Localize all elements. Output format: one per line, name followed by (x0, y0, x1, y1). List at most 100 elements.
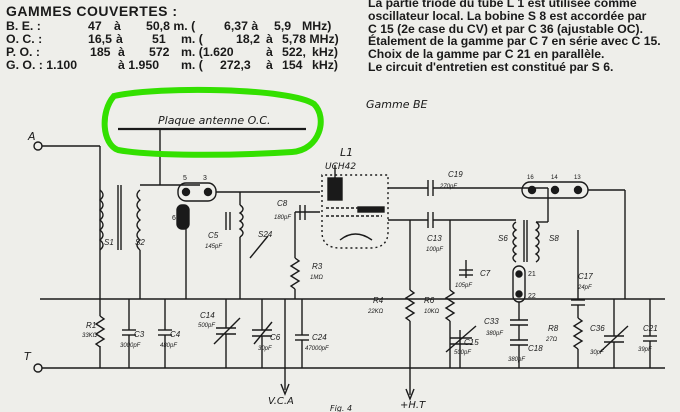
ht-arrow (405, 388, 415, 401)
component-value: 30pF (590, 350, 604, 356)
ht-label: +H.T (400, 400, 426, 411)
band-row-oc: O. C. : 16,5 à 51 m. ( 18,2 à 5,78 MHz) (6, 33, 366, 46)
paragraph-line: Choix de la gamme par C 21 en parallèle. (368, 47, 605, 62)
tube-cathode (339, 233, 373, 241)
trimmer-arrow (249, 235, 269, 259)
component-ref: C7 (480, 269, 491, 278)
coil-s1 (98, 189, 104, 251)
band-unit: kHz) (312, 45, 338, 59)
vca-label: V.C.A (268, 396, 294, 407)
band-value: 6,37 à (224, 19, 259, 33)
annotation-text: Plaque antenne O.C. (158, 114, 271, 127)
component-ref: C33 (484, 317, 499, 326)
component-ref: C24 (312, 333, 327, 342)
component-ref: R1 (86, 321, 96, 330)
component-ref: C8 (277, 199, 288, 208)
component-ref: C21 (643, 324, 658, 333)
component-value: 500pF (198, 323, 215, 329)
switch-contact (515, 270, 523, 278)
description-paragraph: La partie triode du tube L 1 est utilisé… (368, 0, 661, 74)
tube-anode (327, 177, 343, 201)
switch-number: 16 (527, 175, 534, 181)
resistor-r8 (572, 317, 584, 350)
component-value: 380pF (486, 331, 503, 337)
switch-contact (181, 187, 191, 197)
paragraph-line: Étalement de la gamme par C 7 en série a… (368, 34, 661, 49)
resistor-r4 (404, 289, 416, 322)
component-value: 10KΩ (424, 309, 440, 315)
component-ref: S1 (104, 238, 114, 247)
coil-s24 (238, 204, 244, 238)
component-value: 480pF (160, 343, 177, 349)
tube-name: L1 (340, 146, 353, 159)
terminal-label-a: A (27, 130, 36, 143)
coil-s6 (512, 221, 518, 263)
band-name: O. C. : (6, 32, 43, 46)
resistor-r1 (94, 315, 106, 348)
band-name: B. E. : (6, 19, 41, 33)
switch-contact-6 (176, 204, 190, 230)
band-unit: MHz) (302, 19, 332, 33)
paragraph-line: Le circuit d'entretien est constitué par… (368, 59, 614, 74)
band-value: 50,8 m. ( (146, 19, 196, 33)
band-value: 522, (282, 45, 306, 59)
component-value: 47000pF (305, 346, 329, 352)
component-ref: R8 (548, 324, 559, 333)
resistor-r6 (444, 289, 456, 322)
figure-label: Fig. 4 (330, 404, 352, 412)
antenna-terminal (33, 141, 43, 151)
component-ref: C15 (464, 338, 479, 347)
switch-number: 5 (183, 175, 187, 182)
component-value: 380pF (508, 357, 525, 363)
component-value: 1MΩ (310, 275, 323, 281)
component-ref: C13 (427, 234, 442, 243)
component-ref: R3 (312, 262, 323, 271)
band-a: à (118, 45, 125, 59)
component-ref: C19 (448, 170, 463, 179)
paragraph-line: La partie triode du tube L 1 est utilisé… (368, 0, 637, 10)
gamme-label: Gamme BE (366, 98, 428, 111)
component-ref: S2 (135, 238, 145, 247)
component-value: 33KΩ (82, 333, 98, 339)
band-a: à (114, 19, 121, 33)
coil-s2 (136, 189, 142, 251)
variable-arrow (445, 325, 477, 353)
switch-number: 14 (551, 175, 558, 181)
component-value: 30pF (258, 346, 272, 352)
band-a: à (266, 45, 273, 59)
band-value: 185 (90, 45, 111, 59)
switch-number: 3 (203, 175, 207, 182)
switch-contact (515, 290, 523, 298)
component-ref: C36 (590, 324, 605, 333)
band-value: 18,2 (236, 32, 260, 46)
tube-anode-triode (357, 206, 385, 213)
component-value: 145pF (205, 244, 222, 250)
band-name: P. O. : (6, 45, 40, 59)
coverage-heading: GAMMES COUVERTES : (6, 3, 178, 19)
band-row-be: B. E. : 47 à 50,8 m. ( 6,37 à 5,9 MHz) (6, 20, 366, 33)
component-ref: C18 (528, 344, 543, 353)
band-value: 47 (88, 19, 102, 33)
component-value: 22KΩ (367, 309, 384, 315)
component-value: 3000pF (120, 343, 141, 349)
band-a: à (266, 58, 273, 72)
component-ref: C3 (134, 330, 145, 339)
resistor-r3 (289, 257, 301, 290)
component-ref: S8 (549, 234, 559, 243)
green-highlight-loop (101, 86, 324, 158)
band-value: 5,78 MHz) (282, 32, 339, 46)
trimmer-arrow (599, 325, 629, 353)
component-value: 27Ω (545, 337, 558, 343)
ground-terminal (33, 363, 43, 373)
component-ref: C4 (170, 330, 181, 339)
variable-arrow (213, 317, 241, 345)
component-ref: C5 (208, 231, 219, 240)
component-ref: R6 (424, 296, 435, 305)
band-value: m. (1.620 (181, 45, 234, 59)
band-a: à 1.950 (118, 58, 160, 72)
terminal-label-t: T (24, 350, 32, 363)
component-value: 24pF (577, 285, 592, 291)
band-row-go: G. O. : 1.100 à 1.950 m. ( 272,3 à 154 k… (6, 59, 366, 72)
component-value: 180pF (274, 215, 291, 221)
